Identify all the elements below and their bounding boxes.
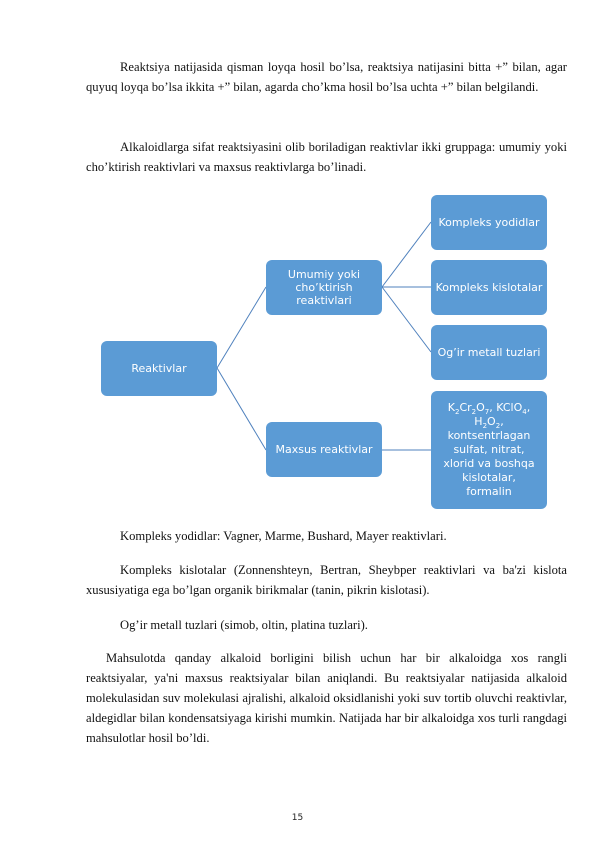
reagent-text-5: formalin xyxy=(466,485,512,498)
reagent-text-4: kislotalar, xyxy=(462,471,516,484)
connector-general-yodidlar xyxy=(381,221,432,288)
paragraph-reagent-groups: Alkaloidlarga sifat reaktsiyasini olib b… xyxy=(86,140,567,174)
paragraph-maxsus-reaksiyalar: Mahsulotda qanday alkaloid borligini bil… xyxy=(86,651,567,745)
formula-line-1: K2Cr2O7, KClO4, xyxy=(447,401,531,417)
diagram-node-umumiy-label: Umumiy yoki cho’ktirish reaktivlari xyxy=(287,268,361,307)
diagram-node-maxsus: Maxsus reaktivlar xyxy=(266,422,382,477)
diagram-node-kompleks-kislotalar: Kompleks kislotalar xyxy=(431,260,547,315)
diagram-node-maxsus-label: Maxsus reaktivlar xyxy=(275,443,373,456)
diagram-node-ogir-metall: Og’ir metall tuzlari xyxy=(431,325,547,380)
paragraph-kompleks-kislotalar: Kompleks kislotalar (Zonnenshteyn, Bertr… xyxy=(86,563,567,597)
paragraph-kompleks-yodidlar: Kompleks yodidlar: Vagner, Marme, Bushar… xyxy=(120,529,447,543)
reagent-text-1: kontsentrlagan xyxy=(447,429,531,442)
connector-general-tuzlar xyxy=(381,286,432,353)
diagram-node-reaktivlar-label: Reaktivlar xyxy=(131,362,187,375)
diagram-node-kompleks-kislotalar-label: Kompleks kislotalar xyxy=(435,281,543,294)
paragraph-ogir-metall: Og’ir metall tuzlari (simob, oltin, plat… xyxy=(120,618,368,632)
diagram-node-maxsus-reagents: K2Cr2O7, KClO4, H2O2, kontsentrlagan sul… xyxy=(431,391,547,509)
diagram-node-ogir-metall-label: Og’ir metall tuzlari xyxy=(437,346,541,359)
reagent-text-3: xlorid va boshqa xyxy=(443,457,535,470)
reagent-text-2: sulfat, nitrat, xyxy=(453,443,525,456)
diagram-node-kompleks-yodidlar-label: Kompleks yodidlar xyxy=(438,216,540,229)
diagram-node-umumiy: Umumiy yoki cho’ktirish reaktivlari xyxy=(266,260,382,315)
connector-root-general xyxy=(216,286,267,369)
connector-root-special xyxy=(216,367,267,451)
diagram-node-kompleks-yodidlar: Kompleks yodidlar xyxy=(431,195,547,250)
page-number: 15 xyxy=(291,813,304,823)
diagram-node-reaktivlar: Reaktivlar xyxy=(101,341,217,396)
paragraph-loyqa-marking: Reaktsiya natijasida qisman loyqa hosil … xyxy=(86,60,567,94)
formula-line-2: H2O2, xyxy=(474,415,504,431)
